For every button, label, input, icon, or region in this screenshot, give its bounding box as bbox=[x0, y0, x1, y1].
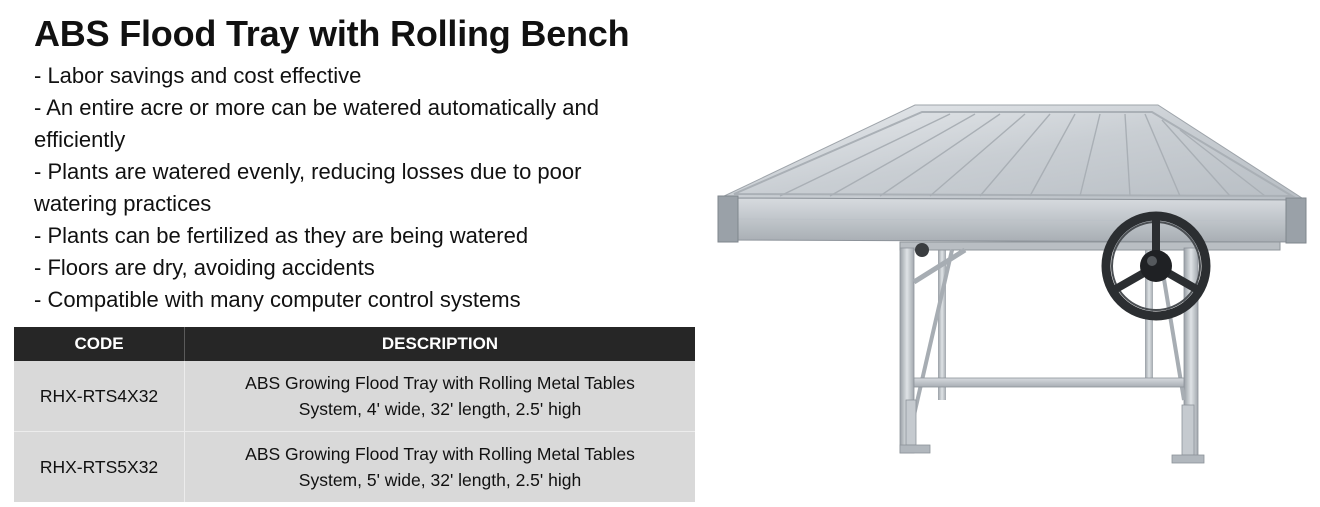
description-column-header: DESCRIPTION bbox=[184, 327, 695, 361]
description-line: ABS Growing Flood Tray with Rolling Meta… bbox=[245, 444, 635, 464]
feature-item: - Compatible with many computer control … bbox=[34, 287, 521, 312]
table-row: RHX-RTS5X32 ABS Growing Flood Tray with … bbox=[14, 431, 695, 502]
page-title: ABS Flood Tray with Rolling Bench bbox=[34, 13, 630, 54]
feature-item: - Plants can be fertilized as they are b… bbox=[34, 223, 529, 248]
description-line: System, 4' wide, 32' length, 2.5' high bbox=[298, 399, 582, 419]
product-description-cell: ABS Growing Flood Tray with Rolling Meta… bbox=[184, 361, 695, 432]
product-description-cell: ABS Growing Flood Tray with Rolling Meta… bbox=[184, 431, 695, 502]
code-column-header: CODE bbox=[14, 327, 185, 361]
feature-item: - Floors are dry, avoiding accidents bbox=[34, 255, 375, 280]
rolling-bench-image bbox=[717, 104, 1307, 464]
product-code-cell: RHX-RTS4X32 bbox=[14, 361, 185, 432]
product-code-cell: RHX-RTS5X32 bbox=[14, 431, 185, 502]
feature-item: - An entire acre or more can be watered … bbox=[34, 95, 599, 152]
product-spec-table: CODE DESCRIPTION RHX-RTS4X32 ABS Growing… bbox=[14, 327, 695, 502]
hand-wheel bbox=[1101, 211, 1211, 321]
description-line: System, 5' wide, 32' length, 2.5' high bbox=[298, 470, 582, 490]
description-line: ABS Growing Flood Tray with Rolling Meta… bbox=[245, 373, 635, 393]
feature-item: - Labor savings and cost effective bbox=[34, 63, 362, 88]
table-row: RHX-RTS4X32 ABS Growing Flood Tray with … bbox=[14, 361, 695, 432]
feature-list: - Labor savings and cost effective - An … bbox=[34, 60, 654, 316]
feature-item: - Plants are watered evenly, reducing lo… bbox=[34, 159, 582, 216]
table-header-row: CODE DESCRIPTION bbox=[14, 327, 695, 361]
